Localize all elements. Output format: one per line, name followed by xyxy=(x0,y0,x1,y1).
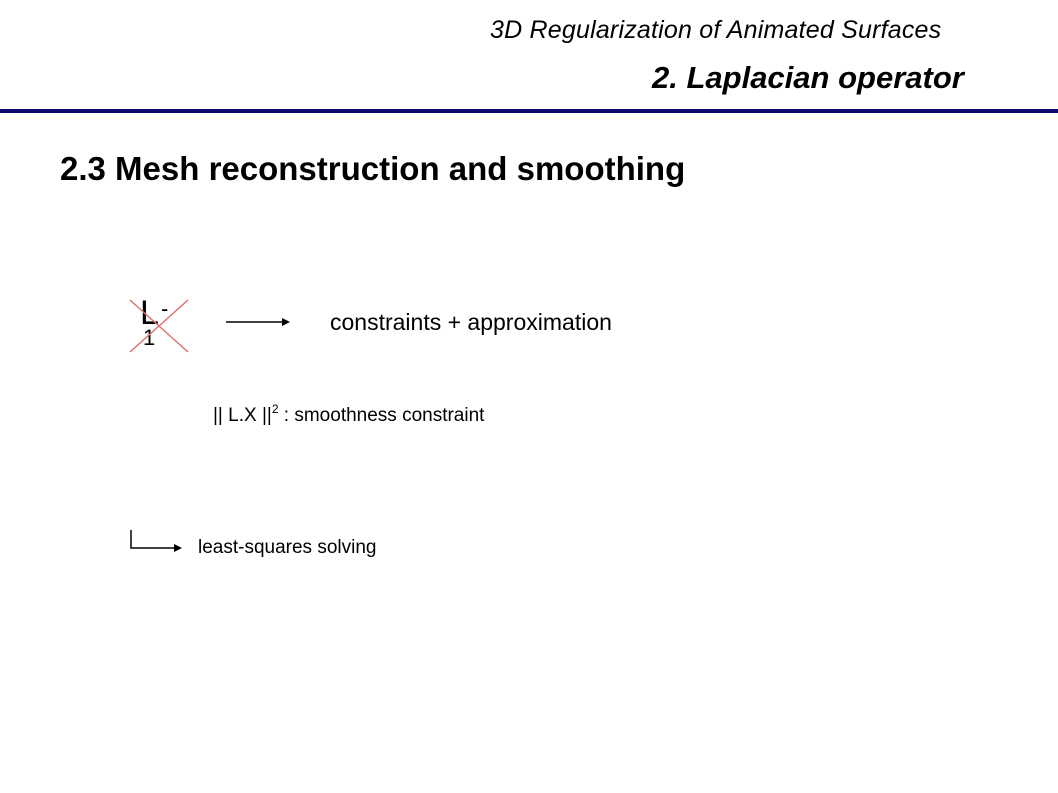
right-arrow-icon xyxy=(226,318,290,326)
header-title: 2. Laplacian operator xyxy=(652,60,964,95)
slide-heading: 2.3 Mesh reconstruction and smoothing xyxy=(60,150,686,187)
cross-out-icon xyxy=(129,299,189,353)
least-squares-label: least-squares solving xyxy=(198,537,377,558)
header-rule xyxy=(0,109,1058,113)
inverse-laplacian-symbol: L - 1 xyxy=(128,296,192,356)
symbol-superscript: - xyxy=(161,296,169,321)
constraints-label: constraints + approximation xyxy=(330,309,612,335)
smoothness-constraint-text: || L.X ||2 : smoothness constraint xyxy=(213,402,484,427)
smoothness-prefix: || L.X || xyxy=(213,405,272,426)
smoothness-suffix: : smoothness constraint xyxy=(278,405,485,426)
smoothness-exponent: 2 xyxy=(271,402,279,416)
elbow-arrow-icon xyxy=(130,530,182,552)
header-subtitle: 3D Regularization of Animated Surfaces xyxy=(490,16,942,44)
